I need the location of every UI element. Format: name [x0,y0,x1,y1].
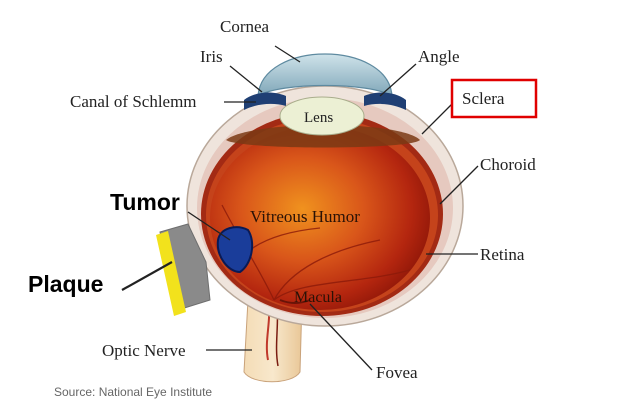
label-macula: Macula [294,289,342,306]
label-cornea: Cornea [220,17,270,36]
cornea-shape [257,53,393,98]
iris-shape [244,92,406,110]
label-retina: Retina [480,245,525,264]
label-sclera: Sclera [462,89,505,108]
plaque-shape [156,223,211,316]
label-vitreous-humor: Vitreous Humor [250,207,360,226]
fovea-pit [279,299,311,304]
tumor-shape [216,226,254,274]
leader-lines [121,45,479,371]
label-iris: Iris [200,47,223,66]
vitreous-body [210,126,430,310]
label-choroid: Choroid [480,155,536,174]
label-optic-nerve: Optic Nerve [102,341,186,360]
label-lens: Lens [304,110,333,126]
label-tumor: Tumor [110,189,180,215]
sclera-highlight-box [450,78,538,119]
source-credit: Source: National Eye Institute [54,385,212,399]
label-fovea: Fovea [376,363,418,382]
label-plaque: Plaque [28,271,103,297]
label-angle: Angle [418,47,460,66]
label-canal-of-schlemm: Canal of Schlemm [70,92,197,111]
lens-shape [279,96,365,136]
ciliary-body [226,125,420,148]
